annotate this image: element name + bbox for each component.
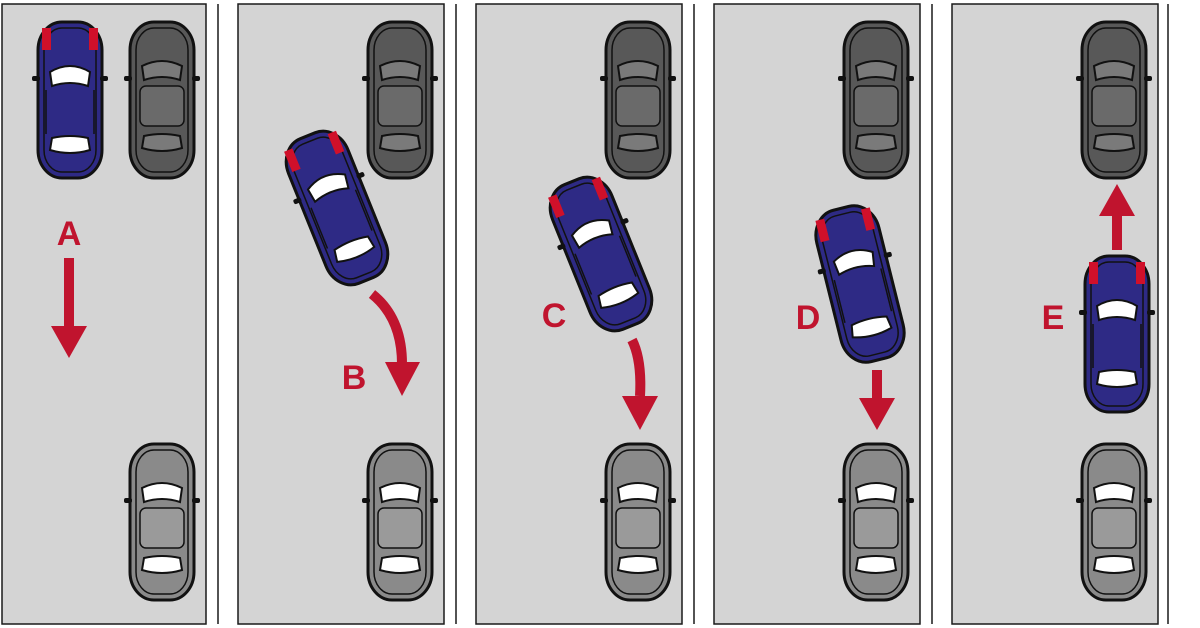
parked-car-rear-icon <box>360 442 440 602</box>
step-label-b: B <box>342 359 367 397</box>
step-label-a: A <box>57 215 82 253</box>
arrow-step-b-icon <box>368 290 420 396</box>
parked-car-front-icon <box>1074 20 1154 180</box>
parked-car-rear-icon <box>598 442 678 602</box>
arrow-step-a-icon <box>51 258 87 358</box>
step-label-c: C <box>542 297 567 335</box>
parked-car-front-icon <box>598 20 678 180</box>
parked-car-rear-icon <box>836 442 916 602</box>
arrow-step-c-icon <box>622 337 658 430</box>
parked-car-rear-icon <box>1074 442 1154 602</box>
parked-car-front-icon <box>836 20 916 180</box>
parked-car-front-icon <box>360 20 440 180</box>
maneuvering-car-step-e-icon <box>1077 254 1157 414</box>
parked-car-rear-icon <box>122 442 202 602</box>
arrow-step-e-icon <box>1099 184 1135 250</box>
step-label-d: D <box>796 299 821 337</box>
step-label-e: E <box>1042 299 1065 337</box>
arrow-step-d-icon <box>859 370 895 430</box>
arrows <box>51 184 1135 430</box>
parked-car-front-icon <box>122 20 202 180</box>
maneuvering-car-step-a-icon <box>30 20 110 180</box>
